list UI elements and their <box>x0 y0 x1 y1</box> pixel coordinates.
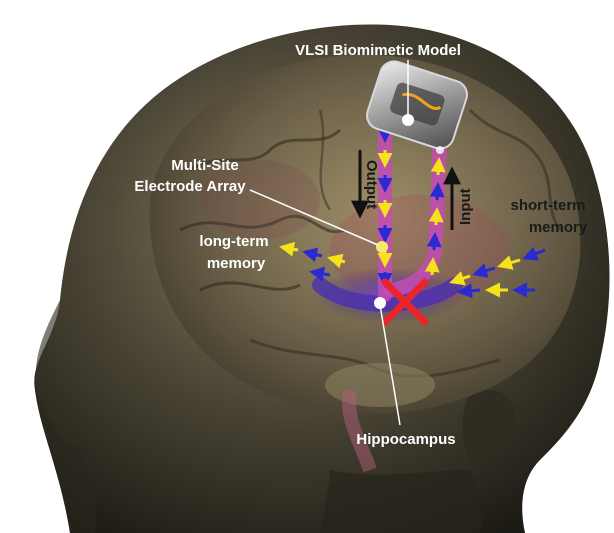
vlsi-model-label: VLSI Biomimetic Model <box>295 42 461 59</box>
long-term-label-line2: memory <box>207 255 266 272</box>
hippocampus-label: Hippocampus <box>356 431 455 448</box>
electrode-array-label-line1: Multi-Site <box>171 157 239 174</box>
output-label: Output <box>363 160 380 209</box>
long-term-label-line1: long-term <box>199 233 268 250</box>
short-term-label-line1: short-term <box>510 197 585 214</box>
electrode-array-label-line2: Electrode Array <box>134 178 246 195</box>
electrode-dot <box>376 241 388 253</box>
input-label: Input <box>457 188 474 225</box>
short-term-label-line2: memory <box>529 219 588 236</box>
